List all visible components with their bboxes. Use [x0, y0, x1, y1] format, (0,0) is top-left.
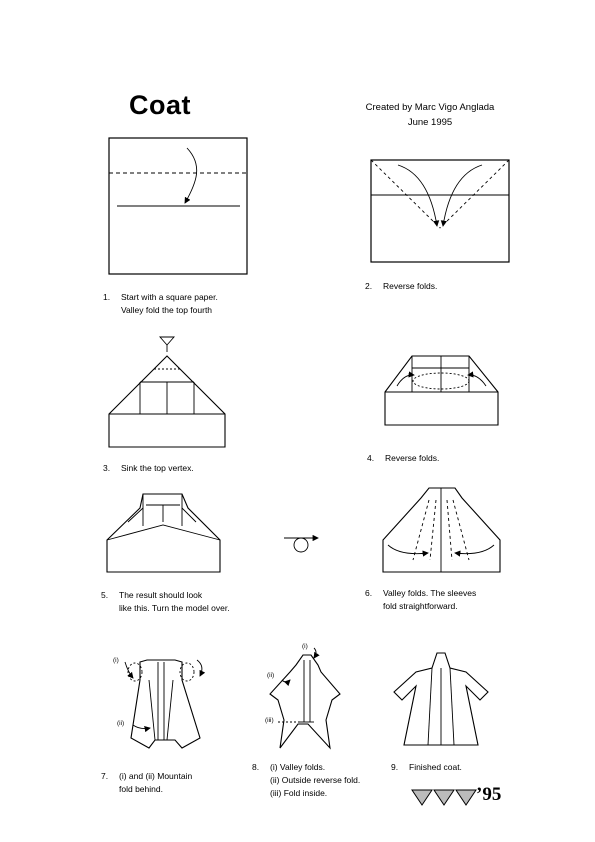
author-name: Created by Marc Vigo Anglada — [365, 102, 495, 113]
step7-label-i: (i) — [113, 657, 119, 664]
author-credit: Created by Marc Vigo Anglada June 1995 — [350, 100, 510, 130]
signature-logo — [411, 789, 477, 806]
signature-year: ’95 — [476, 784, 502, 805]
step6-diagram — [382, 487, 501, 573]
step8-label-ii: (ii) — [267, 672, 275, 679]
creation-date: June 1995 — [407, 117, 453, 128]
step7-diagram — [124, 659, 206, 749]
step4-diagram — [384, 355, 499, 426]
step8-label-i: (i) — [302, 643, 308, 650]
step7-label-ii: (ii) — [117, 720, 125, 727]
step2-diagram — [370, 159, 510, 263]
step3-diagram — [108, 336, 226, 448]
step9-diagram — [393, 652, 489, 746]
turn-over-symbol — [284, 534, 319, 553]
step1-diagram — [108, 137, 248, 275]
page-title: Coat — [129, 90, 191, 120]
step8-diagram — [269, 647, 341, 750]
step8-label-iii: (iii) — [265, 717, 274, 724]
step5-diagram — [106, 493, 221, 573]
